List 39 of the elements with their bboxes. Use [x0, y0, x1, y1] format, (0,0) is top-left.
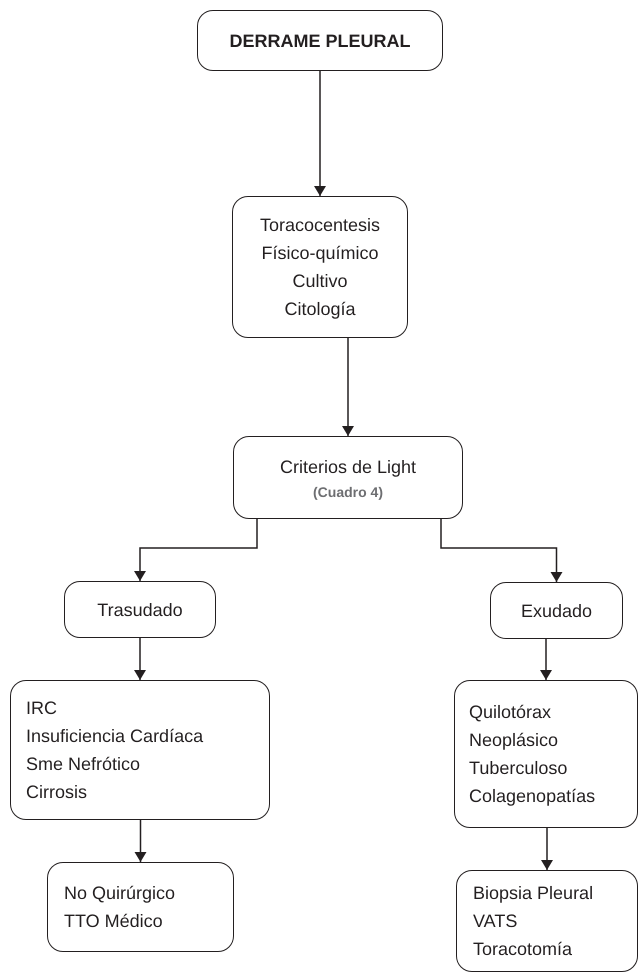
box-text: Insuficiencia Cardíaca — [26, 725, 204, 748]
arrow — [134, 820, 146, 862]
box-text: TTO Médico — [64, 910, 164, 933]
arrow — [541, 828, 553, 870]
box-text: Cultivo — [291, 270, 349, 293]
box-text: Tuberculoso — [469, 757, 568, 780]
process-box — [490, 582, 623, 639]
arrow — [540, 639, 552, 680]
box-text: Cirrosis — [26, 781, 88, 804]
box-text: Colagenopatías — [469, 785, 596, 808]
arrow — [134, 638, 146, 680]
box-text: DERRAME PLEURAL — [228, 30, 412, 52]
box-text: Trasudado — [96, 598, 184, 622]
box-text: Criterios de Light — [278, 456, 418, 479]
process-box — [232, 196, 408, 338]
box-text: No Quirúrgico — [64, 882, 176, 905]
process-box — [47, 862, 234, 952]
process-box — [197, 10, 443, 71]
box-text: IRC — [26, 697, 58, 720]
box-text: Sme Nefrótico — [26, 753, 142, 776]
box-text: Quilotórax — [469, 701, 552, 724]
box-text: Citología — [283, 298, 357, 321]
box-text: Exudado — [520, 600, 594, 622]
arrow — [342, 338, 354, 436]
box-text: Biopsia Pleural — [473, 882, 594, 905]
box-text: Físico-químico — [260, 242, 380, 265]
process-box — [64, 581, 216, 638]
box-text: Toracocentesis — [258, 214, 382, 237]
process-box — [233, 436, 463, 519]
arrow — [134, 519, 258, 581]
arrow — [314, 71, 326, 196]
process-box — [456, 870, 638, 972]
box-text: VATS — [473, 910, 518, 933]
arrow — [440, 519, 562, 582]
box-text: Neoplásico — [469, 729, 560, 752]
process-box — [454, 680, 638, 828]
table-reference: (Cuadro 4) — [312, 482, 384, 502]
process-box — [10, 680, 270, 820]
box-text: Toracotomía — [473, 938, 574, 961]
